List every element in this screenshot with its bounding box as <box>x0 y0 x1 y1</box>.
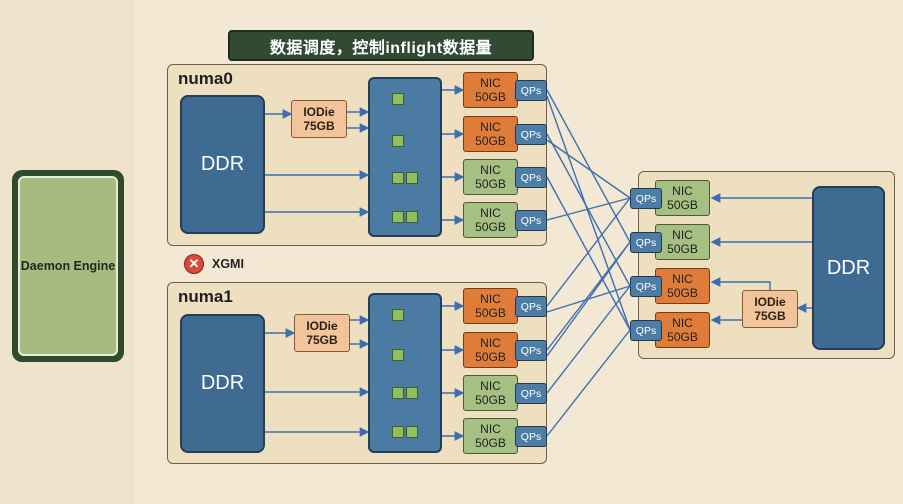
numa1-nic-3: NIC 50GB <box>463 375 518 411</box>
switch-port <box>406 172 418 184</box>
nic-name: NIC <box>672 184 693 198</box>
switch-port <box>392 426 404 438</box>
switch-port <box>392 135 404 147</box>
remote-nic-4: NIC 50GB <box>655 312 710 348</box>
remote-nic-3: NIC 50GB <box>655 268 710 304</box>
nic-name: NIC <box>480 379 501 393</box>
nic-bw: 50GB <box>475 393 506 407</box>
numa0-nic-4-qps: QPs <box>515 210 547 231</box>
switch-port <box>406 426 418 438</box>
wire-cross-link <box>546 197 631 221</box>
wire-cross-link <box>546 139 631 199</box>
nic-bw: 50GB <box>475 177 506 191</box>
numa0-iodie-bw: 75GB <box>303 119 335 133</box>
wire-cross-link <box>546 329 631 437</box>
numa0-nic-3-qps: QPs <box>515 167 547 188</box>
numa1-iodie-bw: 75GB <box>306 333 338 347</box>
numa0-iodie-name: IODie <box>303 105 335 119</box>
numa0-nic-4: NIC 50GB <box>463 202 518 238</box>
remote-nic-1-qps: QPs <box>630 188 662 209</box>
remote-nic-2-qps: QPs <box>630 232 662 253</box>
numa1-nic-4-qps: QPs <box>515 426 547 447</box>
numa1-iodie-name: IODie <box>306 319 338 333</box>
nic-bw: 50GB <box>475 90 506 104</box>
remote-iodie-name: IODie <box>754 295 786 309</box>
daemon-engine-label: Daemon Engine <box>18 176 118 356</box>
numa0-iodie: IODie 75GB <box>291 100 347 138</box>
wire-cross-link <box>546 133 631 287</box>
switch-port <box>392 387 404 399</box>
numa0-pcie-switch <box>368 77 442 237</box>
nic-name: NIC <box>672 272 693 286</box>
numa1-title: numa1 <box>178 287 233 306</box>
switch-port <box>392 93 404 105</box>
nic-bw: 50GB <box>667 198 698 212</box>
remote-iodie-bw: 75GB <box>754 309 786 323</box>
numa1-pcie-switch <box>368 293 442 453</box>
wire-cross-link <box>546 241 631 357</box>
numa0-nic-2-qps: QPs <box>515 124 547 145</box>
nic-name: NIC <box>672 228 693 242</box>
remote-nic-4-qps: QPs <box>630 320 662 341</box>
numa1-iodie: IODie 75GB <box>294 314 350 352</box>
wire-cross-link <box>546 285 631 394</box>
switch-port <box>406 211 418 223</box>
remote-nic-3-qps: QPs <box>630 276 662 297</box>
nic-bw: 50GB <box>667 242 698 256</box>
remote-nic-2: NIC 50GB <box>655 224 710 260</box>
switch-port <box>392 309 404 321</box>
remote-iodie: IODie 75GB <box>742 290 798 328</box>
wire-cross-link <box>546 89 631 243</box>
numa0-nic-1-qps: QPs <box>515 80 547 101</box>
nic-name: NIC <box>480 76 501 90</box>
switch-port <box>406 387 418 399</box>
numa0-nic-3: NIC 50GB <box>463 159 518 195</box>
nic-name: NIC <box>480 422 501 436</box>
wire-cross-link <box>546 197 631 307</box>
nic-name: NIC <box>480 336 501 350</box>
remote-nic-1: NIC 50GB <box>655 180 710 216</box>
wire-remote-iodie-nic <box>710 277 771 290</box>
nic-bw: 50GB <box>475 350 506 364</box>
numa1-nic-2-qps: QPs <box>515 340 547 361</box>
nic-name: NIC <box>480 292 501 306</box>
nic-name: NIC <box>480 163 501 177</box>
nic-bw: 50GB <box>667 330 698 344</box>
nic-name: NIC <box>480 206 501 220</box>
numa0-title: numa0 <box>178 69 233 88</box>
nic-name: NIC <box>672 316 693 330</box>
x-mark-icon: ✕ <box>184 254 204 274</box>
numa1-ddr: DDR <box>180 314 265 453</box>
nic-bw: 50GB <box>475 134 506 148</box>
numa1-nic-1-qps: QPs <box>515 296 547 317</box>
switch-port <box>392 349 404 361</box>
wire-cross-link <box>546 176 631 331</box>
numa1-nic-2: NIC 50GB <box>463 332 518 368</box>
numa0-nic-2: NIC 50GB <box>463 116 518 152</box>
switch-port <box>392 211 404 223</box>
daemon-engine-box: Daemon Engine <box>12 170 124 362</box>
nic-bw: 50GB <box>475 436 506 450</box>
numa1-nic-1: NIC 50GB <box>463 288 518 324</box>
xgmi-label: XGMI <box>212 257 244 271</box>
nic-name: NIC <box>480 120 501 134</box>
numa1-nic-3-qps: QPs <box>515 383 547 404</box>
nic-bw: 50GB <box>475 306 506 320</box>
nic-bw: 50GB <box>667 286 698 300</box>
banner-title: 数据调度，控制inflight数据量 <box>228 30 534 61</box>
nic-bw: 50GB <box>475 220 506 234</box>
numa0-ddr: DDR <box>180 95 265 234</box>
remote-ddr: DDR <box>812 186 885 350</box>
xgmi-link: ✕ XGMI <box>184 254 244 274</box>
switch-port <box>392 172 404 184</box>
